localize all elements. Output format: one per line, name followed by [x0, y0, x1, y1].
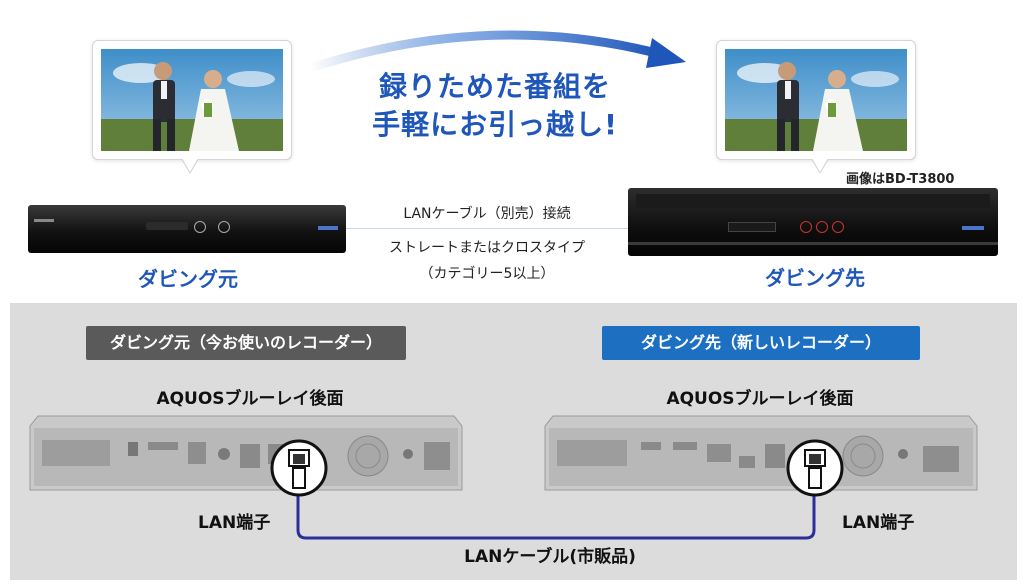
target-badge: ダビング先（新しいレコーダー） [602, 326, 920, 360]
image-note: 画像はBD-T3800 [846, 172, 955, 187]
source-lan-port-icon [270, 439, 328, 497]
source-lan-port-label: LAN端子 [198, 513, 271, 533]
target-label: ダビング先 [765, 266, 865, 290]
connection-type-text: ストレートまたはクロスタイプ [389, 240, 585, 256]
wedding-photo [101, 49, 283, 151]
connection-cable-text: LANケーブル（別売）接続 [403, 206, 571, 222]
target-recorder [628, 188, 998, 256]
target-screen-bubble [716, 40, 916, 174]
target-rear-panel [544, 415, 978, 491]
lan-cable-label: LANケーブル(市販品) [464, 547, 636, 567]
source-badge: ダビング元（今お使いのレコーダー） [86, 326, 406, 360]
headline-line-2: 手軽にお引っ越し! [372, 108, 618, 141]
source-recorder [28, 205, 346, 253]
transfer-arrow-icon [305, 30, 686, 73]
source-label: ダビング元 [138, 267, 238, 291]
headline: 録りためた番組を 手軽にお引っ越し! [360, 68, 630, 144]
connection-line [346, 228, 628, 229]
target-lan-port-label: LAN端子 [842, 513, 915, 533]
target-rear-title: AQUOSブルーレイ後面 [666, 389, 854, 409]
connection-category-text: （カテゴリー5以上） [419, 266, 555, 282]
source-screen-bubble [92, 40, 292, 174]
wedding-photo [725, 49, 907, 151]
target-lan-port-icon [786, 439, 844, 497]
source-rear-title: AQUOSブルーレイ後面 [156, 389, 344, 409]
headline-line-1: 録りためた番組を [378, 70, 611, 103]
